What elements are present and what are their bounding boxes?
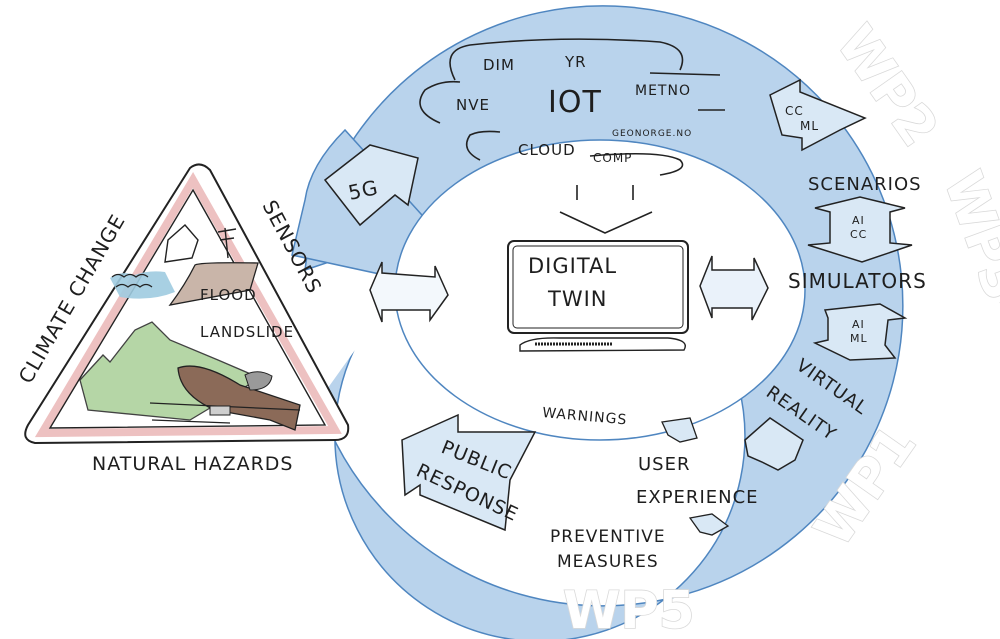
preventive-label: PREVENTIVE (550, 527, 666, 547)
cloud-mid-lobe (419, 80, 461, 124)
arrow-ux-top-shape (661, 417, 698, 443)
arrow-ai-ml-label-2: ML (850, 332, 868, 345)
double-arrow-left-shape (369, 261, 449, 323)
arrow-5g (323, 144, 419, 227)
cloud-source-metno: METNO (635, 83, 691, 99)
triangle-red-band (34, 172, 342, 438)
cloud-source-cloud: CLOUD (518, 141, 576, 159)
house-icon (164, 224, 199, 263)
arrow-cc-ml (769, 78, 867, 152)
monitor-inner (512, 245, 684, 329)
arrow-5g-shape (323, 144, 419, 227)
arrow-ux-top (661, 417, 698, 443)
iot-cloud (419, 38, 725, 176)
monitor-screen (507, 240, 689, 334)
digital-twin-label-1: DIGITAL (528, 254, 617, 278)
arrow-ai-cc-shape (807, 196, 913, 263)
double-arrow-right-shape (699, 255, 769, 321)
arrow-ux-bottom-shape (688, 513, 730, 536)
arrow-public-response-shape (401, 413, 537, 532)
cloud-right-lobe (649, 72, 721, 76)
digital-twin-label-2: TWIN (547, 287, 608, 311)
cloud-bottom-lobe (465, 130, 501, 161)
arrow-cc-ml-label-1: CC (785, 104, 804, 118)
landslide-label: LANDSLIDE (200, 323, 294, 341)
landslide-mud (177, 365, 301, 431)
arrow-vr-shape (744, 417, 804, 471)
pole-icon (217, 227, 237, 259)
arrow-ai-ml-label-1: AI (852, 318, 865, 331)
cloud-source-dim: DIM (483, 56, 515, 74)
riverbank (168, 262, 259, 306)
cloud-source-comp: COMP (593, 151, 632, 165)
arrow-ai-ml-shape (812, 303, 908, 361)
water-waves (111, 273, 153, 288)
cloud-source-nve: NVE (456, 96, 490, 114)
ring-band (304, 5, 904, 639)
arrow-cc-ml-label-2: ML (800, 119, 819, 133)
scenarios-label: SCENARIOS (808, 174, 922, 195)
natural-hazards-label: NATURAL HAZARDS (92, 453, 294, 475)
arrow-vr (744, 417, 804, 471)
experience-label: EXPERIENCE (636, 487, 759, 508)
cloud-source-geonorge: GEONORGE.NO (612, 129, 692, 139)
arrow-public-response (401, 413, 537, 532)
cloud-top-lobe (449, 38, 684, 81)
iot-label: IOT (548, 85, 602, 120)
down-arrow-head (559, 211, 653, 234)
arrow-ai-cc-label-1: AI (852, 214, 865, 227)
down-arrow (559, 185, 653, 234)
car-icon (209, 405, 231, 416)
arrow-ai-cc-label-2: CC (850, 228, 867, 241)
hazard-triangle (24, 163, 350, 445)
simulators-label: SIMULATORS (788, 269, 927, 293)
digital-twin-monitor (507, 240, 689, 352)
wp5-watermark: WP5 (563, 581, 695, 639)
double-arrow-left (369, 261, 449, 323)
cloud-bottom-right (589, 152, 684, 176)
warnings-label: WARNINGS (542, 405, 628, 428)
user-label: USER (638, 454, 690, 475)
flood-label: FLOOD (200, 286, 257, 304)
arrow-ai-cc (807, 196, 913, 263)
measures-label: MEASURES (557, 552, 659, 572)
double-arrow-right (699, 255, 769, 321)
arrow-ux-bottom (688, 513, 730, 536)
arrow-cc-ml-shape (769, 78, 867, 152)
arrow-ai-ml (812, 303, 908, 361)
wp34-watermark: WP3-4 (932, 164, 1000, 363)
cloud-source-yr: YR (564, 53, 587, 71)
landslide-rock (244, 371, 273, 391)
